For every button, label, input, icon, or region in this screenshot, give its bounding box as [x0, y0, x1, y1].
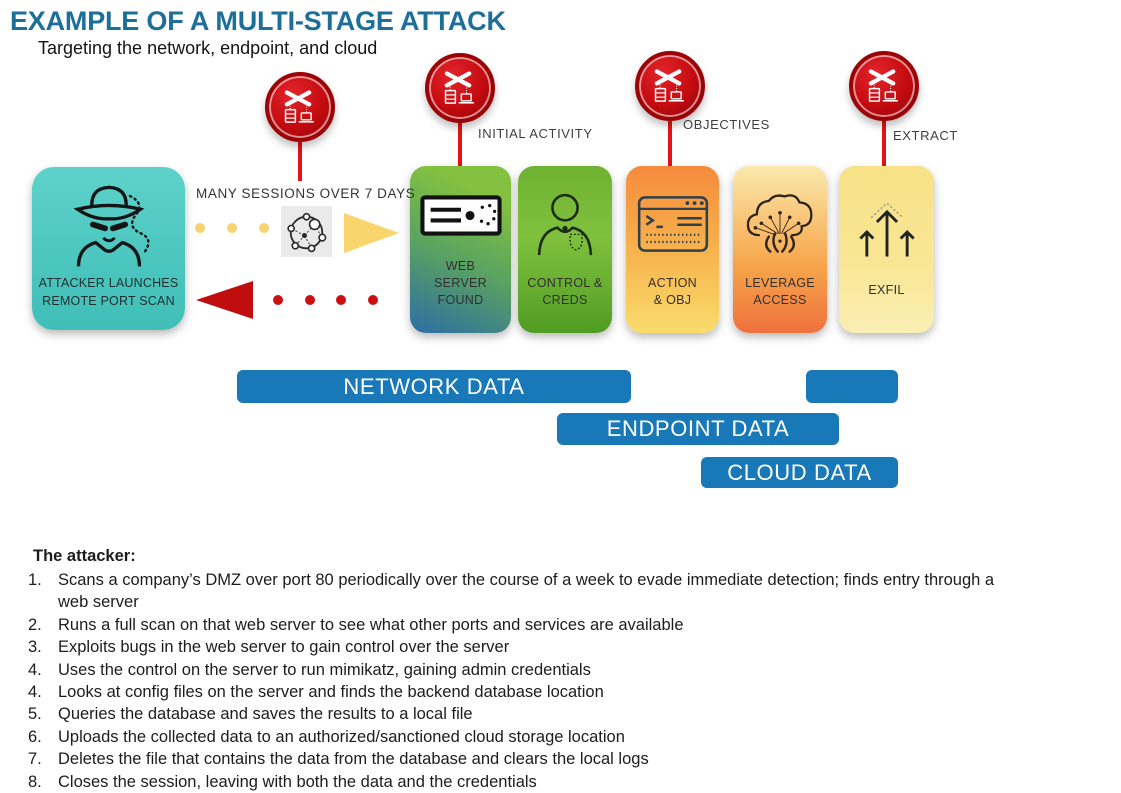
network-sessions-icon — [281, 206, 332, 257]
note-number: 4. — [28, 683, 42, 702]
breach-stem-extract — [882, 86, 886, 166]
stage-exfil: EXFIL — [839, 166, 934, 333]
note-number: 7. — [28, 750, 42, 769]
return-dot — [273, 295, 283, 305]
stage-web-server-found: WEB SERVER FOUND — [410, 166, 511, 333]
stage-label: CONTROL & CREDS — [527, 276, 603, 308]
network-breach-icon — [277, 84, 323, 130]
stage-control-creds: CONTROL & CREDS — [518, 166, 612, 333]
session-dot — [259, 223, 269, 233]
label-initial-activity: INITIAL ACTIVITY — [478, 126, 593, 141]
note-item: 2. Runs a full scan on that web server t… — [28, 614, 1003, 636]
person-credentials-icon — [518, 166, 612, 275]
breach-badge-objectives — [635, 51, 705, 121]
return-dot — [305, 295, 315, 305]
note-item: 7. Deletes the file that contains the da… — [28, 748, 1003, 770]
note-text: Runs a full scan on that web server to s… — [58, 615, 684, 634]
bar-label: ENDPOINT DATA — [606, 416, 790, 441]
network-data-bar-segment — [806, 370, 898, 403]
session-dot — [227, 223, 237, 233]
note-number: 4. — [28, 660, 42, 679]
notes-heading: The attacker: — [33, 547, 136, 565]
cloud-circuit-icon — [733, 166, 827, 275]
flow-arrow-left-icon — [196, 281, 253, 319]
note-text: Uses the control on the server to run mi… — [58, 660, 591, 679]
stage-attacker: ATTACKER LAUNCHES REMOTE PORT SCAN — [32, 167, 185, 330]
network-breach-icon — [647, 63, 693, 109]
terminal-icon — [626, 166, 719, 275]
stage-action-obj: ACTION & OBJ — [626, 166, 719, 333]
stage-leverage-access: LEVERAGE ACCESS — [733, 166, 827, 333]
note-text: Looks at config files on the server and … — [58, 683, 604, 702]
breach-stem-sessions — [298, 105, 302, 181]
note-number: 1. — [28, 571, 42, 589]
page-title: EXAMPLE OF A MULTI-STAGE ATTACK — [10, 6, 506, 36]
note-text: Scans a company’s DMZ over port 80 perio… — [58, 571, 995, 612]
breach-stem-initial — [458, 88, 462, 166]
exfil-arrows-icon — [839, 166, 934, 282]
label-objectives: OBJECTIVES — [683, 117, 770, 132]
note-item: 5. Queries the database and saves the re… — [28, 703, 1003, 725]
network-breach-icon — [861, 63, 907, 109]
flow-arrow-right-icon — [344, 213, 399, 253]
note-number: 5. — [28, 705, 42, 724]
note-item: 4. Uses the control on the server to run… — [28, 659, 1003, 681]
note-number: 8. — [28, 772, 42, 791]
stage-label: LEVERAGE ACCESS — [745, 276, 815, 308]
note-number: 6. — [28, 727, 42, 746]
stage-label: ATTACKER LAUNCHES REMOTE PORT SCAN — [38, 276, 179, 308]
breach-stem-objectives — [668, 86, 672, 166]
note-item: 3. Exploits bugs in the web server to ga… — [28, 636, 1003, 658]
return-dot — [336, 295, 346, 305]
stage-label: WEB SERVER FOUND — [434, 259, 487, 308]
note-text: Queries the database and saves the resul… — [58, 705, 473, 724]
bar-label: CLOUD DATA — [727, 459, 872, 485]
label-extract: EXTRACT — [893, 128, 958, 143]
breach-badge-initial — [425, 53, 495, 123]
stage-label: ACTION & OBJ — [647, 276, 698, 308]
note-text: Uploads the collected data to an authori… — [58, 727, 625, 746]
note-number: 2. — [28, 615, 42, 634]
bar-label: NETWORK DATA — [343, 373, 525, 399]
note-text: Deletes the file that contains the data … — [58, 750, 649, 769]
attacker-notes: The attacker: 1. Scans a company’s DMZ o… — [28, 547, 1003, 793]
server-icon — [410, 166, 511, 258]
return-dot — [368, 295, 378, 305]
page-subtitle: Targeting the network, endpoint, and clo… — [38, 38, 378, 58]
endpoint-data-bar: ENDPOINT DATA — [557, 413, 839, 445]
note-number: 3. — [28, 638, 42, 657]
note-item: 4. Looks at config files on the server a… — [28, 681, 1003, 703]
network-data-bar: NETWORK DATA — [237, 370, 631, 403]
network-breach-icon — [437, 65, 483, 111]
breach-badge-sessions — [265, 72, 335, 142]
session-dot — [195, 223, 205, 233]
cloud-data-bar: CLOUD DATA — [701, 457, 898, 488]
note-item: 1. Scans a company’s DMZ over port 80 pe… — [28, 569, 1003, 614]
note-text: Exploits bugs in the web server to gain … — [58, 638, 510, 657]
label-many-sessions: MANY SESSIONS OVER 7 DAYS — [196, 186, 416, 201]
stage-label: EXFIL — [868, 283, 905, 298]
note-item: 8. Closes the session, leaving with both… — [28, 771, 1003, 793]
note-item: 6. Uploads the collected data to an auth… — [28, 726, 1003, 748]
breach-badge-extract — [849, 51, 919, 121]
note-text: Closes the session, leaving with both th… — [58, 772, 537, 791]
spy-icon — [61, 167, 157, 275]
